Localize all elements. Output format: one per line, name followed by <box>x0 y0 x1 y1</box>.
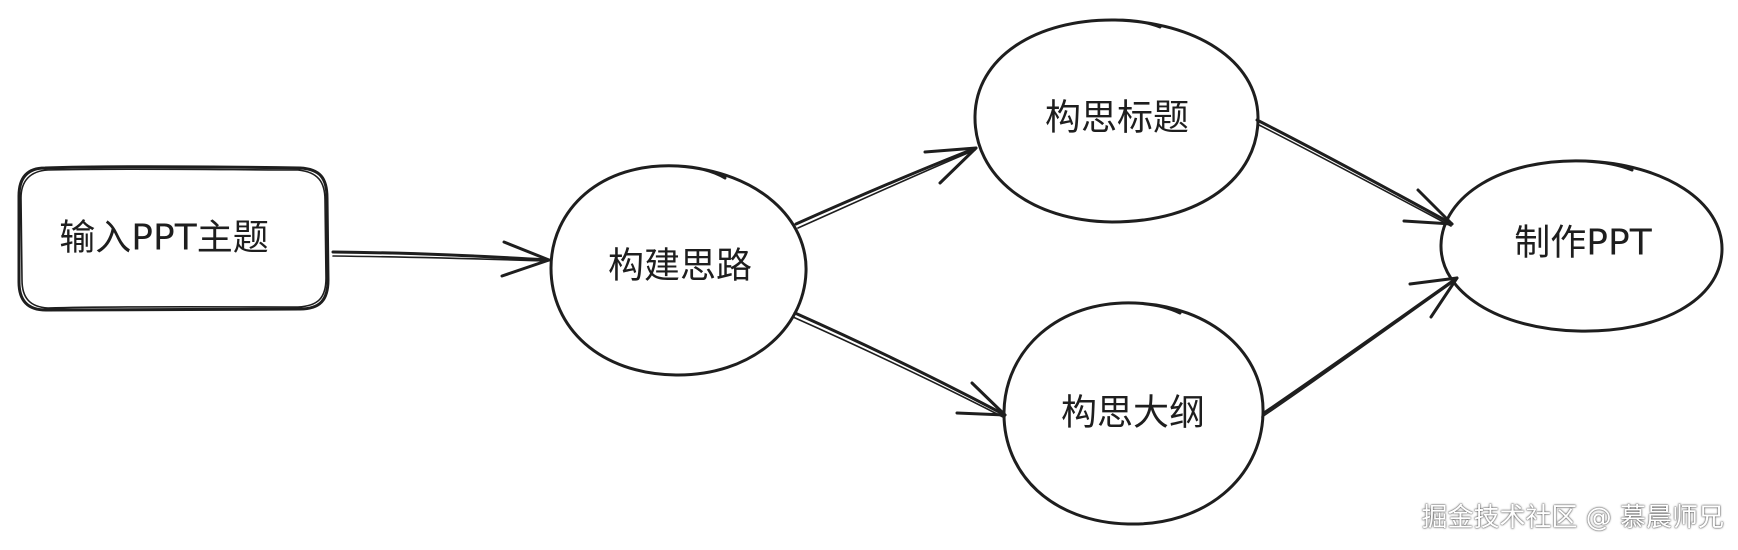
edge-build-to-outline <box>792 311 1007 418</box>
edge-title-to-make <box>1255 118 1454 227</box>
node-input-topic: 输入PPT主题 <box>17 165 330 312</box>
node-title-idea: 构思标题 <box>973 18 1260 224</box>
node-make-ppt-label: 制作PPT <box>1514 223 1652 264</box>
edge-build-to-title <box>794 146 978 229</box>
node-input-topic-label: 输入PPT主题 <box>59 218 268 259</box>
node-build-idea: 构建思路 <box>549 164 808 377</box>
edge-outline-to-make <box>1261 276 1459 418</box>
watermark-text: 掘金技术社区 @ 慕晨师兄 <box>1421 503 1724 533</box>
node-outline-idea-label: 构思大纲 <box>1061 393 1205 434</box>
node-make-ppt: 制作PPT <box>1439 159 1724 333</box>
edge-input-to-build <box>331 240 551 278</box>
node-title-idea-label: 构思标题 <box>1045 98 1189 139</box>
node-outline-idea: 构思大纲 <box>1002 301 1265 526</box>
node-build-idea-label: 构建思路 <box>608 246 752 287</box>
